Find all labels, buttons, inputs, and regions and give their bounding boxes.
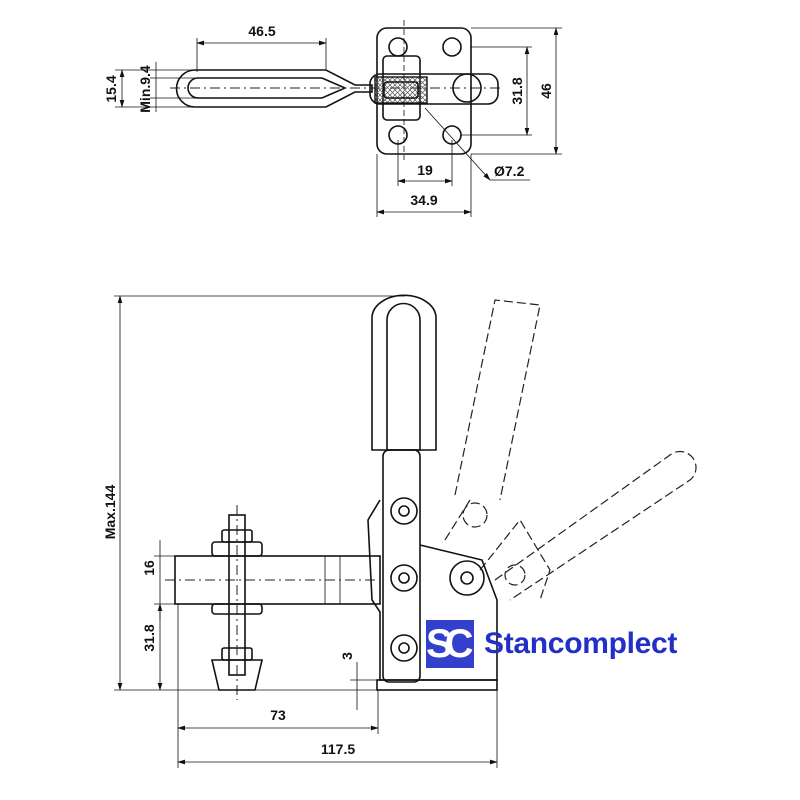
dim-16: 16 xyxy=(141,560,157,576)
dim-73: 73 xyxy=(270,707,286,723)
dim-31-8-top: 31.8 xyxy=(509,77,525,104)
top-view xyxy=(170,20,500,160)
logo-mark: SC xyxy=(426,620,474,668)
dim-diameter-7-2: Ø7.2 xyxy=(494,163,525,179)
dim-min-9-4: Min.9.4 xyxy=(137,65,153,113)
dim-19: 19 xyxy=(417,162,433,178)
brand-logo: SC Stancomplect xyxy=(426,620,677,668)
dim-3: 3 xyxy=(339,652,355,660)
dim-34-9: 34.9 xyxy=(410,192,437,208)
logo-text: Stancomplect xyxy=(484,627,678,660)
top-view-dimensions: 46.5 15.4 Min.9.4 31.8 46 19 34.9 Ø7.2 xyxy=(103,23,562,217)
dim-31-8-side: 31.8 xyxy=(141,624,157,651)
dim-46-5: 46.5 xyxy=(248,23,275,39)
side-view-dimensions: Max.144 16 31.8 3 73 117.5 xyxy=(102,295,498,768)
dim-15-4: 15.4 xyxy=(103,75,119,102)
dim-117-5: 117.5 xyxy=(321,741,355,757)
dim-46: 46 xyxy=(538,83,554,99)
dim-max-144: Max.144 xyxy=(102,485,118,540)
